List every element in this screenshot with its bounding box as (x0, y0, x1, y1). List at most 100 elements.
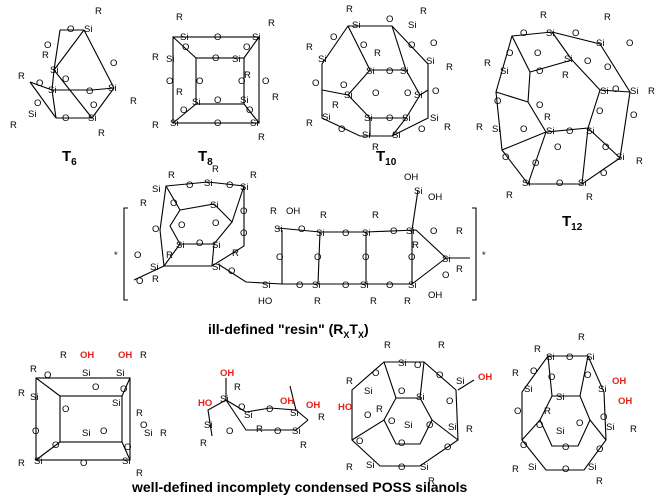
s4-o-2: O (530, 366, 537, 377)
resin-si-l2: Si (204, 178, 212, 189)
s3-o-8: O (426, 420, 433, 431)
resin-structure: * * OH Si OH R R R Si O Si O Si R O Si O… (114, 164, 486, 307)
t10-r-8: R (444, 122, 451, 133)
t12-si-7: Si (546, 126, 554, 137)
t6-si-1: Si (84, 24, 92, 35)
resin-o-b2: O (342, 280, 349, 291)
resin-r-l1: R (140, 198, 147, 209)
t8-r-5: R (176, 87, 183, 98)
t6-o-9: O (62, 113, 69, 124)
s3-o-5: O (446, 396, 453, 407)
t12-o-14: O (566, 126, 573, 137)
s1-si-7: Si (34, 456, 42, 467)
t12-o-4: O (506, 48, 513, 59)
s2-o-2: O (266, 404, 273, 415)
s2-si-3: Si (290, 408, 298, 419)
s2-ho-1: HO (198, 398, 212, 409)
t10-o-1: O (386, 14, 393, 25)
s3-o-10: O (398, 438, 405, 449)
t10-r-4: R (374, 48, 381, 59)
t12-label: T12 (562, 213, 583, 233)
t6-si-3: Si (48, 85, 56, 96)
resin-o-l10: O (134, 250, 141, 261)
resin-si-m3: Si (362, 228, 370, 239)
t12-r-9: R (506, 190, 513, 201)
resin-oh-m1: OH (286, 206, 300, 217)
t6-o-4: O (62, 74, 69, 85)
resin-r-b1: R (314, 296, 321, 307)
resin-r-l2: R (166, 250, 173, 261)
t10-cage: R Si O Si R O O O O R Si R Si O Si Si R … (306, 4, 453, 153)
silanol-structure-3: OH HO R R Si O Si O O R Si O Si O R O O … (338, 340, 492, 487)
t12-si-9: Si (492, 124, 500, 135)
t6-r-3: R (18, 71, 25, 82)
t6-o-3: O (110, 58, 117, 69)
t6-label: T6 (62, 148, 77, 168)
s1-r-5: R (136, 408, 143, 419)
t6-r-5: R (10, 120, 17, 131)
resin-si-l1: Si (152, 184, 160, 195)
t8-si-1: Si (180, 32, 188, 43)
t12-o-11: O (536, 100, 543, 111)
s4-si-1: Si (546, 352, 554, 363)
t12-cage: R Si R Si O O O O O Si O O R Si O R Si O… (476, 10, 655, 203)
resin-si-m2: Si (316, 228, 324, 239)
t8-r-8: R (258, 132, 265, 143)
t8-o-5: O (166, 76, 173, 87)
t6-si-6: Si (88, 113, 96, 124)
t12-r-4: R (562, 70, 569, 81)
s1-o-5: O (140, 420, 147, 431)
t10-label: T10 (376, 148, 397, 168)
resin-r-l4: R (152, 274, 159, 285)
t12-r-6: R (544, 112, 551, 123)
resin-si-b2: Si (312, 280, 320, 291)
t6-r-2: R (42, 50, 49, 61)
resin-r-m3: R (372, 210, 379, 221)
resin-o-l8: O (240, 228, 247, 239)
t6-cage: Si O O O Si O O Si Si O O O Si O Si R R … (10, 6, 137, 139)
s1-o-3: O (120, 384, 127, 395)
t6-o-2: O (44, 40, 51, 51)
s3-o-6: O (364, 410, 371, 421)
s3-o-12: O (398, 462, 405, 473)
t10-si-2: Si (408, 20, 416, 31)
resin-si-l7: Si (150, 262, 158, 273)
t12-r-2: R (604, 12, 611, 23)
s1-o-8: O (52, 440, 59, 451)
resin-r-m6: R (456, 264, 463, 275)
t8-o-11: O (246, 105, 253, 116)
s4-r-1: R (578, 332, 585, 343)
t12-si-8: Si (586, 126, 594, 137)
t12-si-2: Si (596, 38, 604, 49)
t10-o-9: O (372, 88, 379, 99)
resin-r-m4: R (412, 240, 419, 251)
s1-si-3: Si (30, 392, 38, 403)
t8-r-1: R (176, 12, 183, 23)
t8-r-7: R (152, 120, 159, 131)
s3-si-3: Si (364, 386, 372, 397)
s3-r-2: R (438, 340, 445, 351)
t12-o-1: O (520, 28, 527, 39)
t10-si-6: Si (426, 56, 434, 67)
t12-si-4: Si (500, 66, 508, 77)
t12-r-8: R (636, 156, 643, 167)
s2-oh-3: OH (306, 400, 320, 411)
t6-si-2: Si (50, 65, 58, 76)
t12-r-1: R (540, 10, 547, 21)
s4-r-4: R (544, 406, 551, 417)
t6-si-4: Si (108, 83, 116, 94)
s3-o-2: O (372, 368, 379, 379)
s2-r-1: R (234, 382, 241, 393)
t6-r-6: R (98, 128, 105, 139)
t8-r-2: R (268, 18, 275, 29)
s3-si-2: Si (456, 376, 464, 387)
t12-o-15: O (520, 124, 527, 135)
resin-oh-top-2: OH (428, 192, 442, 203)
s1-o-7: O (100, 426, 107, 437)
s1-r-7: R (18, 458, 25, 469)
t10-r-9: R (372, 142, 379, 153)
s1-r-2: R (140, 350, 147, 361)
resin-o-l2: O (226, 180, 233, 191)
t12-r-10: R (586, 192, 593, 203)
silanol-structure-4: OH OH R R Si O Si R O O O Si Si Si R O O… (512, 332, 637, 487)
